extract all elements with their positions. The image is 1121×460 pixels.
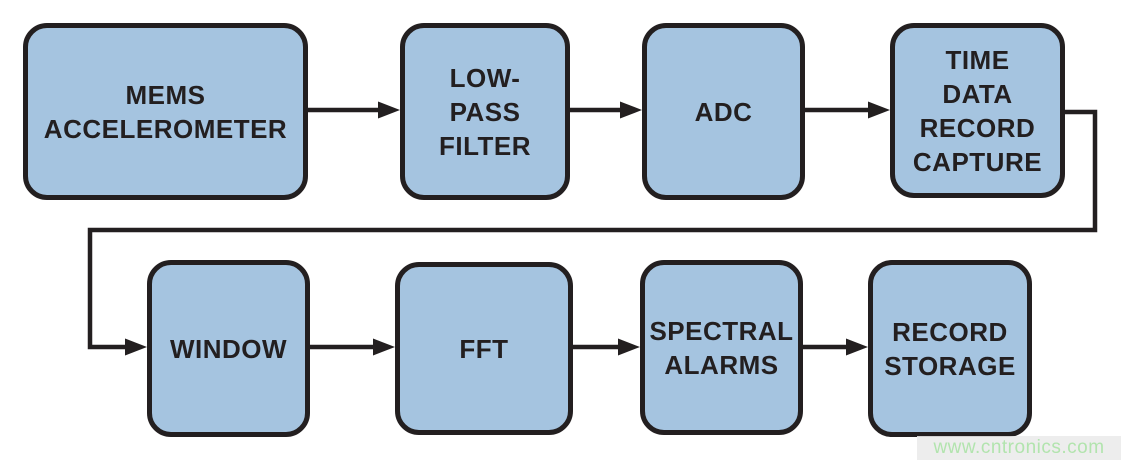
node-adc-label: ADC: [694, 96, 753, 127]
arrowhead-time-to-window-icon: [125, 338, 147, 356]
node-record-storage-label: RECORD STORAGE: [884, 316, 1016, 381]
arrowhead-lpf-to-adc-icon: [620, 101, 642, 119]
node-time-data-record-capture: TIME DATA RECORD CAPTURE: [890, 23, 1065, 198]
node-mems-accelerometer-label: MEMS ACCELEROMETER: [43, 79, 288, 144]
node-adc: ADC: [642, 23, 805, 200]
arrowhead-spectral-to-record-icon: [846, 338, 868, 356]
node-low-pass-filter-label: LOW- PASS FILTER: [438, 62, 532, 161]
node-time-data-record-capture-label: TIME DATA RECORD CAPTURE: [912, 44, 1043, 177]
arrowhead-mems-to-lpf-icon: [378, 101, 400, 119]
node-low-pass-filter: LOW- PASS FILTER: [400, 23, 570, 200]
connector-time-to-window: [87, 109, 1098, 350]
node-window-label: WINDOW: [169, 333, 288, 364]
node-window: WINDOW: [147, 260, 310, 437]
arrowhead-fft-to-spectral-icon: [618, 338, 640, 356]
node-fft-label: FFT: [459, 333, 509, 364]
node-spectral-alarms-label: SPECTRAL ALARMS: [649, 315, 794, 380]
watermark: www.cntronics.com: [917, 436, 1121, 460]
node-mems-accelerometer: MEMS ACCELEROMETER: [23, 23, 308, 200]
node-spectral-alarms: SPECTRAL ALARMS: [640, 260, 803, 435]
node-record-storage: RECORD STORAGE: [868, 260, 1032, 437]
arrowhead-adc-to-time-icon: [868, 101, 890, 119]
watermark-text: www.cntronics.com: [933, 437, 1105, 458]
arrowhead-window-to-fft-icon: [373, 338, 395, 356]
node-fft: FFT: [395, 262, 573, 435]
